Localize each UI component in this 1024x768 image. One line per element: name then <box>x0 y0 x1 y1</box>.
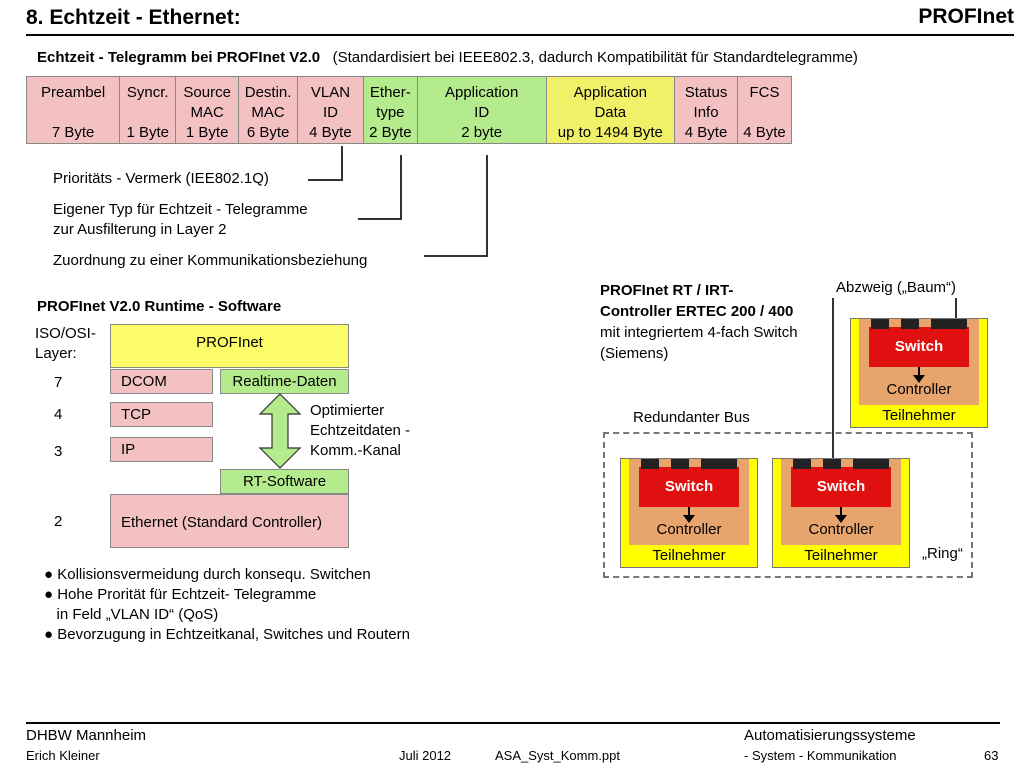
annotation-ethertype-1: Eigener Typ für Echtzeit - Telegramme <box>53 201 308 218</box>
arrow-down-icon <box>683 515 695 523</box>
controller-label: Controller <box>886 381 952 398</box>
tcp-layer: TCP <box>110 402 213 427</box>
ethertype-connector-h <box>358 218 402 220</box>
osi-label-2: Layer: <box>35 345 77 362</box>
osi-label-1: ISO/OSI- <box>35 325 96 342</box>
controller-desc-2: (Siemens) <box>600 345 669 362</box>
ethertype-connector <box>400 155 402 220</box>
footer-institution: DHBW Mannheim <box>26 727 147 744</box>
osi-layer-3: 3 <box>54 443 63 460</box>
teilnehmer-label: Teilnehmer <box>652 547 726 564</box>
double-arrow-icon <box>258 393 302 469</box>
controller-label: Controller <box>656 521 722 538</box>
footer-topic: - System - Kommunikation <box>744 748 897 763</box>
controller-desc-1: mit integriertem 4-fach Switch <box>600 324 798 341</box>
rt-software-layer: RT-Software <box>220 469 349 494</box>
ring-label: „Ring“ <box>922 545 963 562</box>
footer-author: Erich Kleiner <box>26 748 100 763</box>
bullet-item: ● Hohe Prorität für Echtzeit- Telegramme <box>44 586 317 603</box>
dcom-layer: DCOM <box>110 369 213 394</box>
switch-box: Switch <box>639 459 739 507</box>
annotation-vlan: Prioritäts - Vermerk (IEE802.1Q) <box>53 170 269 187</box>
teilnehmer-label: Teilnehmer <box>882 407 956 424</box>
frame-field-syncr: Syncr. 1 Byte <box>120 76 177 144</box>
page-title: 8. Echtzeit - Ethernet: <box>26 6 241 29</box>
appid-connector <box>486 155 488 257</box>
osi-layer-2: 2 <box>54 513 63 530</box>
controller-title-1: PROFInet RT / IRT- <box>600 282 734 299</box>
annotation-appid: Zuordnung zu einer Kommunikationsbeziehu… <box>53 252 368 269</box>
osi-layer-7: 7 <box>54 374 63 391</box>
subtitle-normal: (Standardisiert bei IEEE802.3, dadurch K… <box>332 49 858 66</box>
controller-label: Controller <box>808 521 874 538</box>
footer-page-number: 63 <box>984 748 999 763</box>
ip-layer: IP <box>110 437 213 462</box>
footer-date: Juli 2012 <box>399 748 452 763</box>
brand-label: PROFInet <box>918 5 1014 28</box>
optimized-label-3: Komm.-Kanal <box>310 442 401 459</box>
arrow-down-icon <box>913 375 925 383</box>
frame-field-fcs: FCS 4 Byte <box>738 76 793 144</box>
switch-box: Switch <box>869 319 969 367</box>
footer-file: ASA_Syst_Komm.ppt <box>495 748 620 763</box>
frame-subtitle: Echtzeit - Telegramm bei PROFInet V2.0 (… <box>37 49 858 66</box>
branch-line <box>832 298 834 462</box>
node-teilnehmer-top: Switch Controller Teilnehmer <box>850 318 988 428</box>
node-teilnehmer-ring-1: Switch Controller Teilnehmer <box>620 458 758 568</box>
bullet-list: ● Kollisionsvermeidung durch konsequ. Sw… <box>44 565 410 645</box>
bullet-item: ● Bevorzugung in Echtzeitkanal, Switches… <box>44 626 410 643</box>
vlan-connector-h <box>308 179 343 181</box>
controller-title-2: Controller ERTEC 200 / 400 <box>600 303 794 320</box>
teilnehmer-label: Teilnehmer <box>804 547 878 564</box>
subtitle-bold: Echtzeit - Telegramm bei PROFInet V2.0 <box>37 49 321 66</box>
switch-box: Switch <box>791 459 891 507</box>
arrow-down-icon <box>835 515 847 523</box>
osi-layer-4: 4 <box>54 406 63 423</box>
bullet-item: in Feld „VLAN ID“ (QoS) <box>44 606 219 623</box>
profinet-layer: PROFInet <box>110 324 349 368</box>
branch-line-right <box>955 298 957 318</box>
vlan-connector <box>341 146 343 181</box>
appid-connector-h <box>424 255 488 257</box>
realtime-data-layer: Realtime-Daten <box>220 369 349 394</box>
ethernet-layer: Ethernet (Standard Controller) <box>110 494 349 548</box>
footer-course: Automatisierungssysteme <box>744 727 916 744</box>
optimized-label-1: Optimierter <box>310 402 385 419</box>
node-teilnehmer-ring-2: Switch Controller Teilnehmer <box>772 458 910 568</box>
footer-divider <box>26 722 1000 724</box>
redundant-bus-ring <box>603 432 973 578</box>
bullet-item: ● Kollisionsvermeidung durch konsequ. Sw… <box>44 566 371 583</box>
runtime-heading: PROFInet V2.0 Runtime - Software <box>37 298 282 315</box>
redundant-bus-label: Redundanter Bus <box>633 409 750 426</box>
optimized-label-2: Echtzeitdaten - <box>310 422 411 439</box>
frame-field-preambel: Preambel 7 Byte <box>26 76 121 144</box>
annotation-ethertype-2: zur Ausfilterung in Layer 2 <box>53 221 227 238</box>
header-divider <box>26 34 1014 36</box>
abzweig-label: Abzweig („Baum“) <box>836 279 957 296</box>
